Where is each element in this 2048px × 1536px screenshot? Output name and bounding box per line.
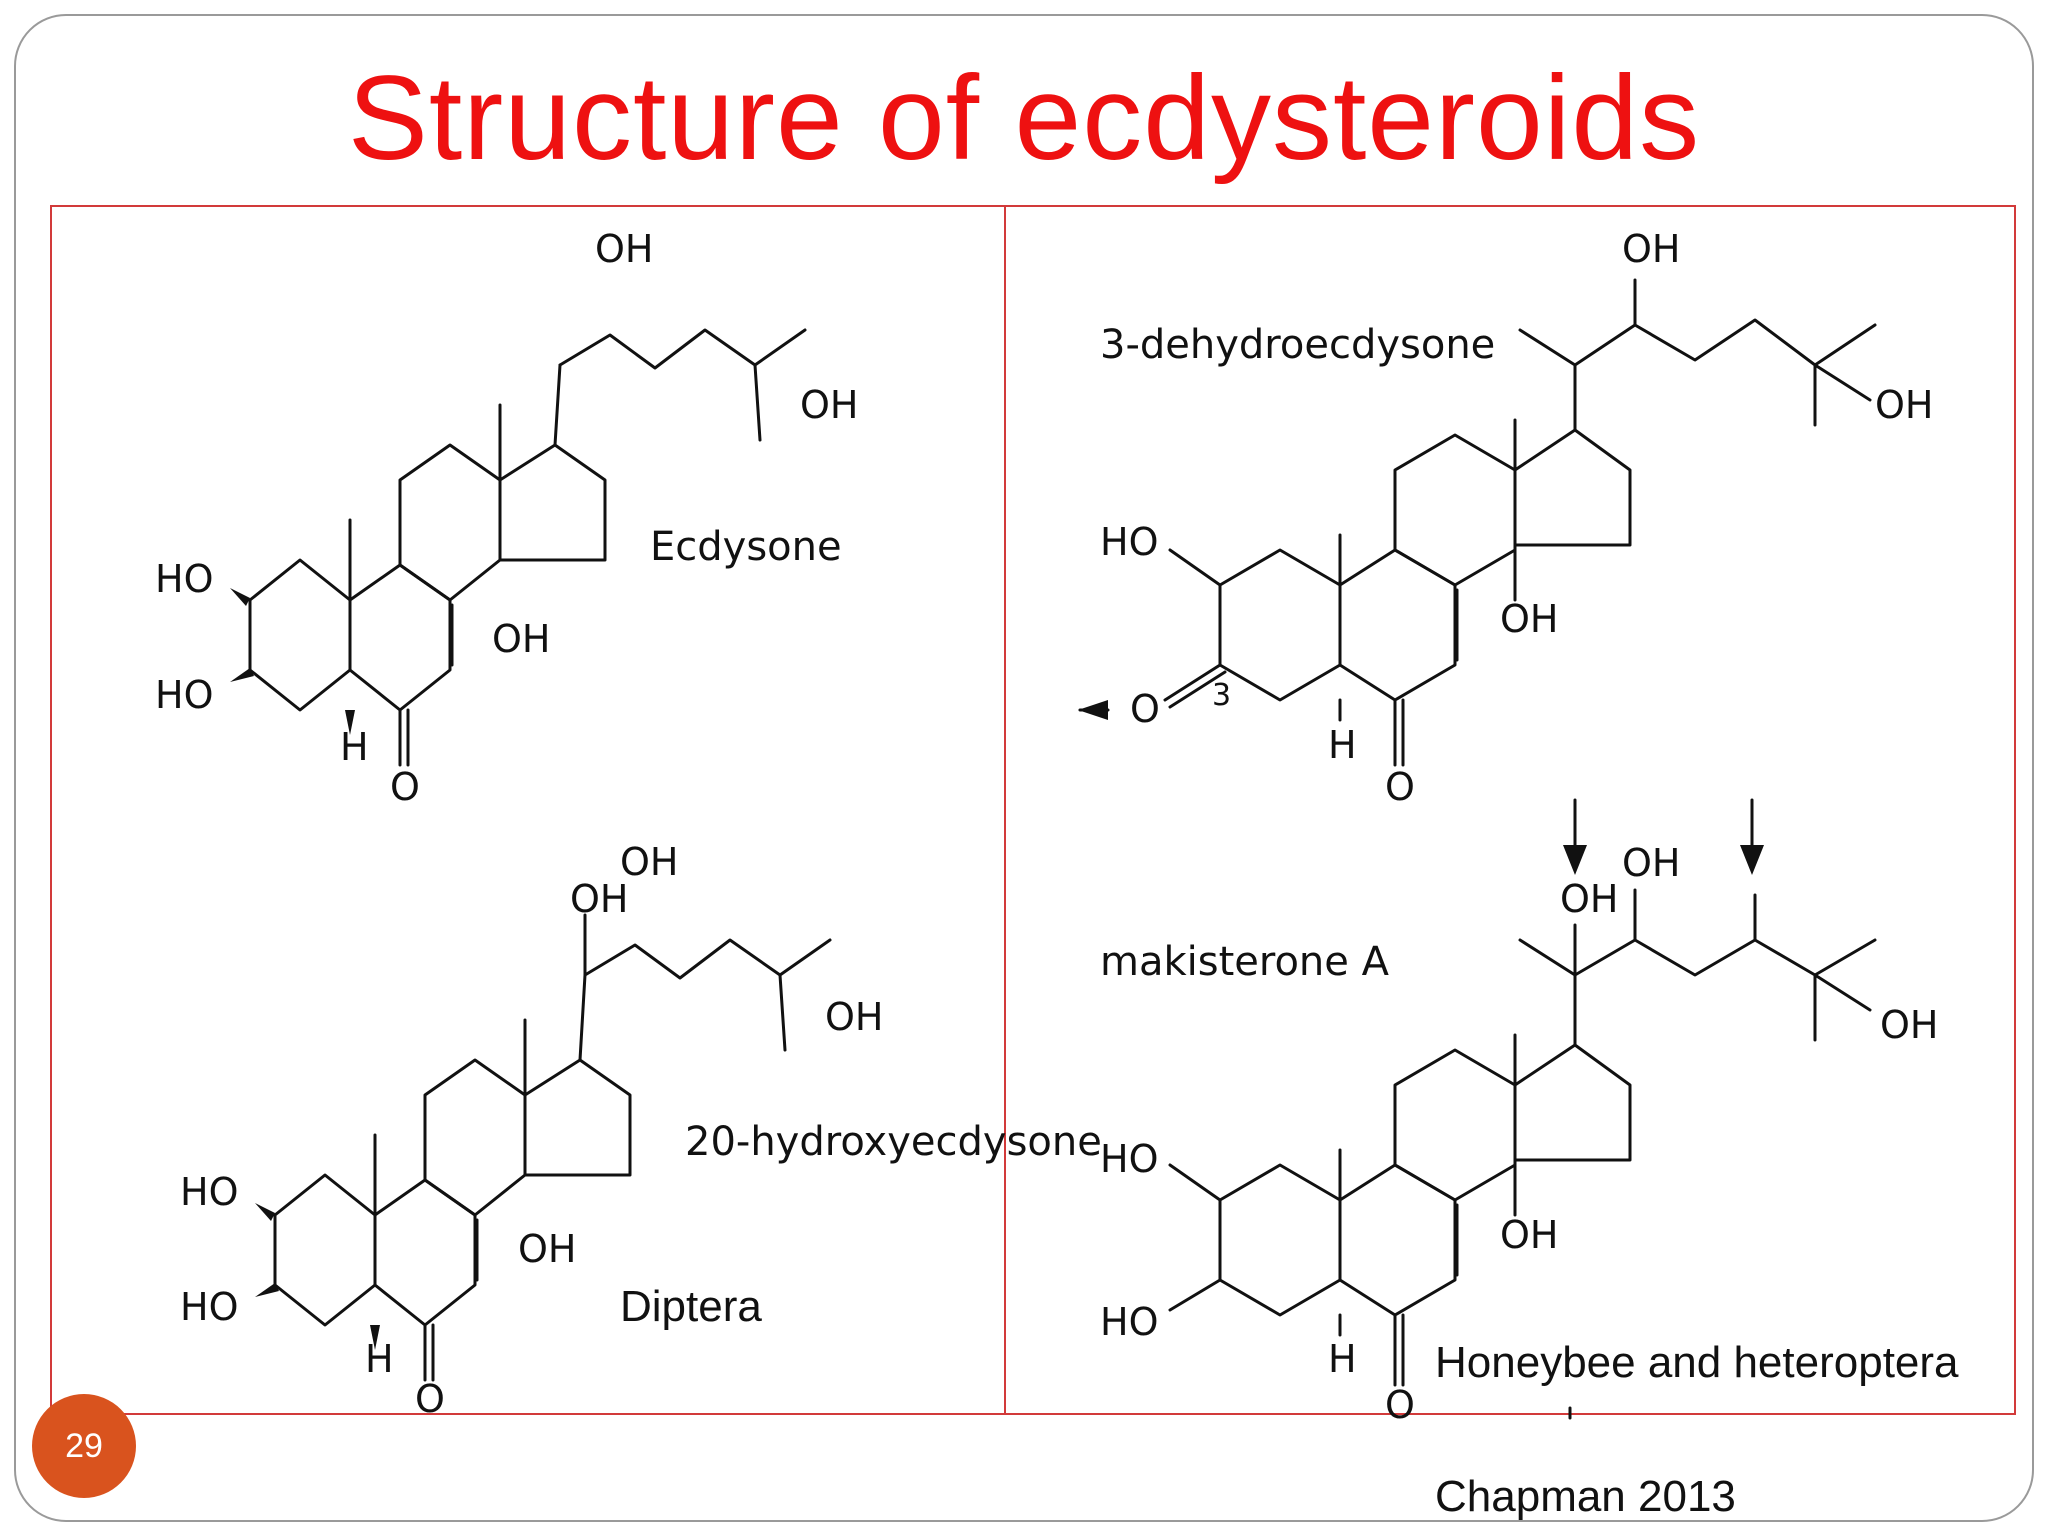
makisterone-o: O — [1385, 1383, 1415, 1427]
makisterone-ho-upper: HO — [1100, 1137, 1158, 1181]
honeybee-heteroptera-label: Honeybee and heteroptera — [1435, 1338, 1959, 1387]
page-number-badge: 29 — [32, 1394, 136, 1498]
dehydroecdysone-h: H — [1328, 723, 1357, 767]
right-structure-panel — [1004, 205, 2016, 1415]
dehydroecdysone-position-3: 3 — [1212, 678, 1231, 713]
ecdysone-labels: OH OH HO HO OH H O Ecdysone — [155, 227, 858, 809]
citation: Chapman 2013 — [1435, 1472, 1736, 1521]
hydroxyecdysone-name: 20-hydroxyecdysone — [685, 1119, 1102, 1165]
dehydroecdysone-ho: HO — [1100, 520, 1158, 564]
hydroxyecdysone-oh-right: OH — [825, 995, 883, 1039]
makisterone-labels: OH OH OH HO HO OH H O makisterone A — [1100, 841, 1938, 1427]
slide-title: Structure of ecdysteroids — [347, 51, 1701, 185]
makisterone-oh-c20: OH — [1560, 877, 1618, 921]
dehydroecdysone-labels: OH OH HO OH O 3 H O 3-dehydroecdysone — [1100, 227, 1933, 809]
ecdysone-ho-lower: HO — [155, 673, 213, 717]
hydroxyecdysone-oh-top: OH — [620, 840, 678, 884]
dehydroecdysone-oh-top: OH — [1622, 227, 1680, 271]
dehydroecdysone-o: O — [1385, 765, 1415, 809]
ecdysone-ho-upper: HO — [155, 557, 213, 601]
dehydroecdysone-structure — [1078, 278, 1877, 767]
ecdysone-oh-ring: OH — [492, 617, 550, 661]
hydroxyecdysone-h: H — [365, 1337, 394, 1381]
makisterone-ho-lower: HO — [1100, 1300, 1158, 1344]
makisterone-structure — [1168, 798, 1877, 1420]
makisterone-h: H — [1328, 1337, 1357, 1381]
dehydroecdysone-oh-right: OH — [1875, 383, 1933, 427]
hydroxyecdysone-ho-lower: HO — [180, 1285, 238, 1329]
ecdysone-oh-right: OH — [800, 383, 858, 427]
hydroxyecdysone-structure — [255, 913, 832, 1382]
ecdysone-h: H — [340, 725, 369, 769]
ecdysone-structure — [230, 328, 807, 767]
dehydroecdysone-o-keto: O — [1130, 687, 1160, 731]
hydroxyecdysone-labels: OH OH OH HO HO OH H O 20-hydroxyecdysone — [180, 840, 1102, 1421]
hydroxyecdysone-oh-c20: OH — [570, 877, 628, 921]
makisterone-oh-ring: OH — [1500, 1213, 1558, 1257]
ecdysone-name: Ecdysone — [650, 524, 842, 570]
hydroxyecdysone-oh-ring: OH — [518, 1227, 576, 1271]
makisterone-oh-top: OH — [1622, 841, 1680, 885]
ecdysone-o: O — [390, 765, 420, 809]
hydroxyecdysone-o: O — [415, 1377, 445, 1421]
ecdysone-oh-top: OH — [595, 227, 653, 271]
dehydroecdysone-name: 3-dehydroecdysone — [1100, 322, 1495, 368]
slide-frame — [14, 14, 2034, 1522]
dehydroecdysone-oh-ring: OH — [1500, 597, 1558, 641]
diptera-label: Diptera — [620, 1282, 762, 1331]
hydroxyecdysone-ho-upper: HO — [180, 1170, 238, 1214]
makisterone-name: makisterone A — [1100, 939, 1390, 985]
makisterone-oh-right: OH — [1880, 1003, 1938, 1047]
